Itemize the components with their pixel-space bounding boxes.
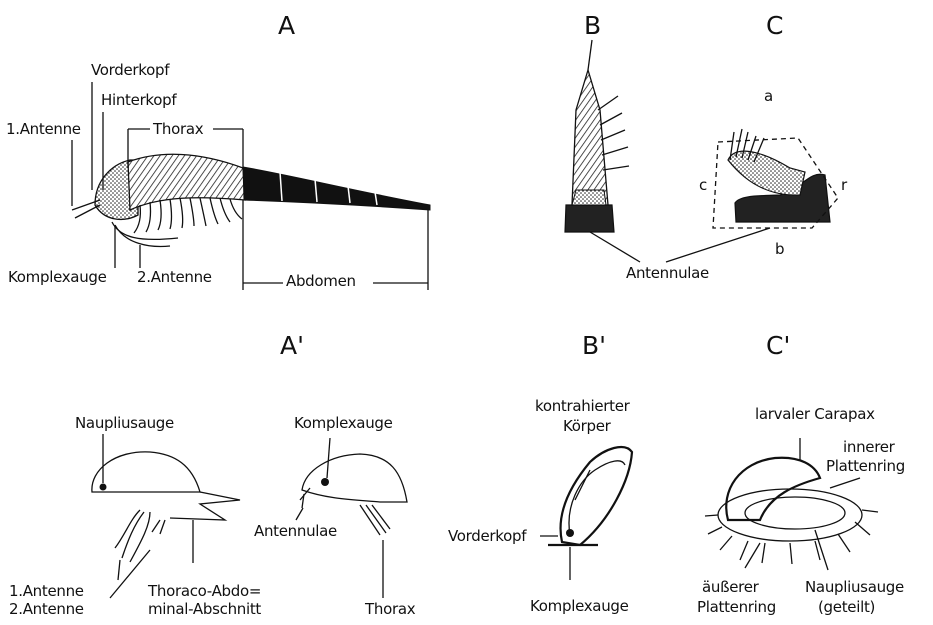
label-thorax-a: Thorax — [153, 120, 203, 138]
panel-label-b-prime: B' — [582, 332, 606, 360]
label-plattenring-outer: Plattenring — [697, 598, 776, 616]
figure-b-prime-larva — [540, 447, 632, 580]
panel-label-c-prime: C' — [766, 332, 790, 360]
label-antenne-2-a-prime: 2.Antenne — [9, 600, 84, 618]
label-c-a: a — [764, 87, 773, 105]
figure-b-antennule — [565, 40, 640, 262]
leader-lines-a-prime-right — [296, 438, 383, 598]
label-naupliusauge-a-prime: Naupliusauge — [75, 414, 174, 432]
label-koerper: Körper — [563, 417, 611, 435]
panel-label-b: B — [584, 12, 601, 40]
label-geteilt: (geteilt) — [818, 598, 875, 616]
label-kontrahierter: kontrahierter — [535, 397, 630, 415]
label-komplexauge-a-prime: Komplexauge — [294, 414, 393, 432]
label-innerer: innerer — [843, 438, 895, 456]
label-vorderkopf-b-prime: Vorderkopf — [448, 527, 526, 545]
figure-c-antennule — [666, 129, 838, 262]
figure-a-prime-larva — [92, 434, 240, 598]
panel-label-a-prime: A' — [280, 332, 304, 360]
label-c-r: r — [841, 176, 847, 194]
label-antenne-1-a-prime: 1.Antenne — [9, 582, 84, 600]
label-plattenring-inner: Plattenring — [826, 457, 905, 475]
label-komplexauge-b-prime: Komplexauge — [530, 597, 629, 615]
label-hinterkopf: Hinterkopf — [101, 91, 176, 109]
panel-label-c: C — [766, 12, 783, 40]
leader-lines-a-prime-left — [103, 434, 193, 598]
label-larvaler-carapax: larvaler Carapax — [755, 405, 875, 423]
label-c-b: b — [775, 240, 784, 258]
thorax-region — [128, 154, 245, 210]
label-thoraco-abdo-2: minal-Abschnitt — [148, 600, 261, 618]
thoracic-legs — [134, 198, 242, 233]
label-naupliusauge-c-prime: Naupliusauge — [805, 578, 904, 596]
label-abdomen: Abdomen — [286, 272, 356, 290]
label-vorderkopf: Vorderkopf — [91, 61, 169, 79]
label-antenne-2: 2.Antenne — [137, 268, 212, 286]
abdomen-region — [243, 167, 430, 210]
label-komplexauge-a: Komplexauge — [8, 268, 107, 286]
label-c-c: c — [699, 176, 707, 194]
label-thorax-a-prime: Thorax — [365, 600, 415, 618]
label-aeusserer: äußerer — [702, 578, 759, 596]
figure-a-prime-larva-2 — [296, 438, 407, 598]
figure-a-animal — [72, 82, 430, 290]
label-antennulae-a-prime: Antennulae — [254, 522, 337, 540]
antennule-shaft — [572, 70, 608, 205]
antennule-base — [565, 205, 614, 232]
label-antenne-1: 1.Antenne — [6, 120, 81, 138]
label-thoraco-abdo-1: Thoraco-Abdo= — [148, 582, 261, 600]
panel-label-a: A — [278, 12, 295, 40]
outer-ring-setae — [705, 510, 878, 564]
label-antennulae-bc: Antennulae — [626, 264, 709, 282]
